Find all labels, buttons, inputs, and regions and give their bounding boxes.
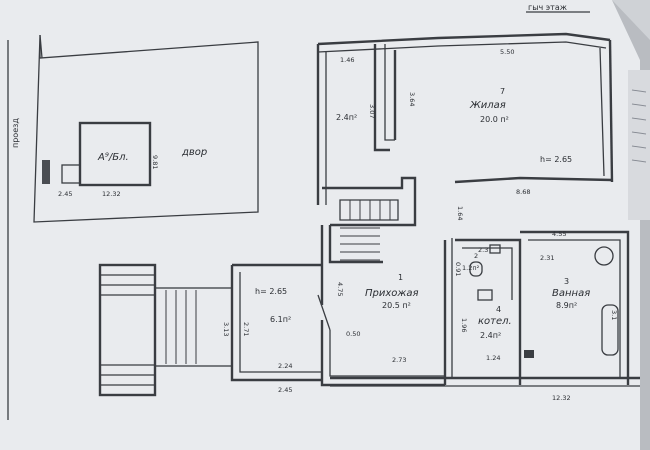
yard-boundary: [33, 34, 259, 223]
dim-bath-side: 3.1: [610, 310, 618, 320]
room-labels: 7 Жилая 20.0 п² h= 2.65 2.4п² 1 Прихожая…: [255, 87, 590, 340]
site-plan: А⁹/Бл. двор проезд 9.81 12.32 2.45: [11, 34, 259, 223]
bathtub: [601, 304, 619, 356]
wall-left-room-inner: [239, 272, 322, 373]
site-dim-bottom: 12.32: [102, 190, 121, 198]
dim-hall-bottom: 2.73: [392, 356, 406, 364]
bath-number: 3: [564, 277, 569, 286]
house-outline: [78, 121, 152, 187]
dim-living-bottom: 8.68: [516, 188, 530, 196]
site-dim-porch: 2.45: [58, 190, 72, 198]
dim-boiler-h: 1.96: [460, 318, 468, 332]
wall-stair: [322, 176, 417, 227]
dim-small-w: 1.46: [340, 56, 354, 64]
wall-top-inner: [317, 41, 607, 53]
dim-left-h: 2.71: [242, 322, 250, 336]
dim-left-w2: 2.45: [278, 386, 292, 394]
living-area: 20.0 п²: [480, 115, 509, 124]
living-name: Жилая: [469, 100, 506, 111]
dim-bath-231: 2.31: [540, 254, 554, 262]
left-room-height: h= 2.65: [255, 287, 287, 296]
boiler-number: 4: [496, 305, 501, 314]
adjacent-page: [628, 70, 650, 220]
wall-wc-inner: [462, 247, 513, 300]
corner-label: гыч этаж: [528, 3, 567, 12]
boiler-name: котел.: [478, 316, 512, 327]
dim-wc-w: 2.3: [478, 246, 488, 254]
bath-name: Ванная: [552, 288, 590, 299]
dim-small-h: 3.07: [368, 104, 376, 118]
wc-number: 2: [474, 252, 478, 260]
living-number: 7: [500, 87, 505, 96]
wall-stair-lower: [328, 225, 383, 264]
lane-label: проезд: [11, 118, 20, 148]
wall-bath-inner: [528, 239, 621, 378]
yard-label: двор: [181, 147, 207, 158]
door-swing: [317, 294, 331, 331]
site-dim-side: 9.81: [151, 155, 159, 169]
small-room-area: 2.4п²: [336, 113, 357, 122]
wc-fixture: [469, 261, 483, 277]
dimension-labels: 5.50 8.68 1.46 3.07 3.64 1.64 4.75 0.50 …: [222, 48, 618, 402]
porch-treads: [100, 274, 155, 386]
dim-stair-h: 3.64: [408, 92, 416, 106]
dim-wc-h: 0.91: [454, 262, 462, 276]
yard-edge: [39, 34, 43, 59]
wall-small-room: [373, 44, 390, 152]
sink-fixture: [489, 244, 501, 254]
wall-top: [317, 32, 611, 46]
dim-hall-w: 0.50: [346, 330, 360, 338]
porch-outline: [61, 164, 81, 184]
dim-left-gap: 3.13: [222, 322, 230, 336]
wall-wc: [455, 238, 522, 385]
hall-name: Прихожая: [365, 288, 419, 299]
wall-living-right: [608, 39, 614, 183]
dim-top-width: 5.50: [500, 48, 514, 56]
boiler-area: 2.4п²: [480, 331, 501, 340]
left-room-area: 6.1п²: [270, 315, 291, 324]
dim-left-w1: 2.24: [278, 362, 292, 370]
dim-bath-w: 4.55: [552, 230, 566, 238]
dim-center-v: 1.64: [456, 206, 464, 220]
wall-bath: [520, 230, 630, 385]
living-height: h= 2.65: [540, 155, 572, 164]
boiler-fixture: [477, 289, 493, 301]
adjacent-page-lines: [631, 89, 647, 163]
dim-hall-h: 4.75: [336, 282, 344, 296]
dim-bottom-total: 12.32: [552, 394, 571, 402]
wall-living-bottom: [454, 176, 613, 184]
dim-boiler-w: 1.24: [486, 354, 500, 362]
wall-hall-bottom: [320, 320, 445, 387]
wall-small-room-inner: [384, 44, 395, 141]
bath-basin: [594, 246, 614, 266]
hall-area: 20.5 п²: [382, 301, 411, 310]
porch-platform: [154, 287, 233, 367]
wall-living-right-inner: [599, 47, 605, 177]
floor-plan: [98, 32, 640, 397]
boiler-mark: [524, 350, 534, 358]
porch-platform-lines: [165, 290, 197, 364]
stair-block: [42, 160, 50, 184]
house-label: А⁹/Бл.: [97, 152, 129, 163]
wall-hall-bottom-inner: [329, 330, 445, 377]
stair-box: [339, 199, 399, 221]
bath-area: 8.9п²: [556, 301, 577, 310]
hall-number: 1: [398, 273, 403, 282]
stair-treads: [340, 200, 391, 261]
wc-area: 1.2п²: [462, 264, 480, 272]
